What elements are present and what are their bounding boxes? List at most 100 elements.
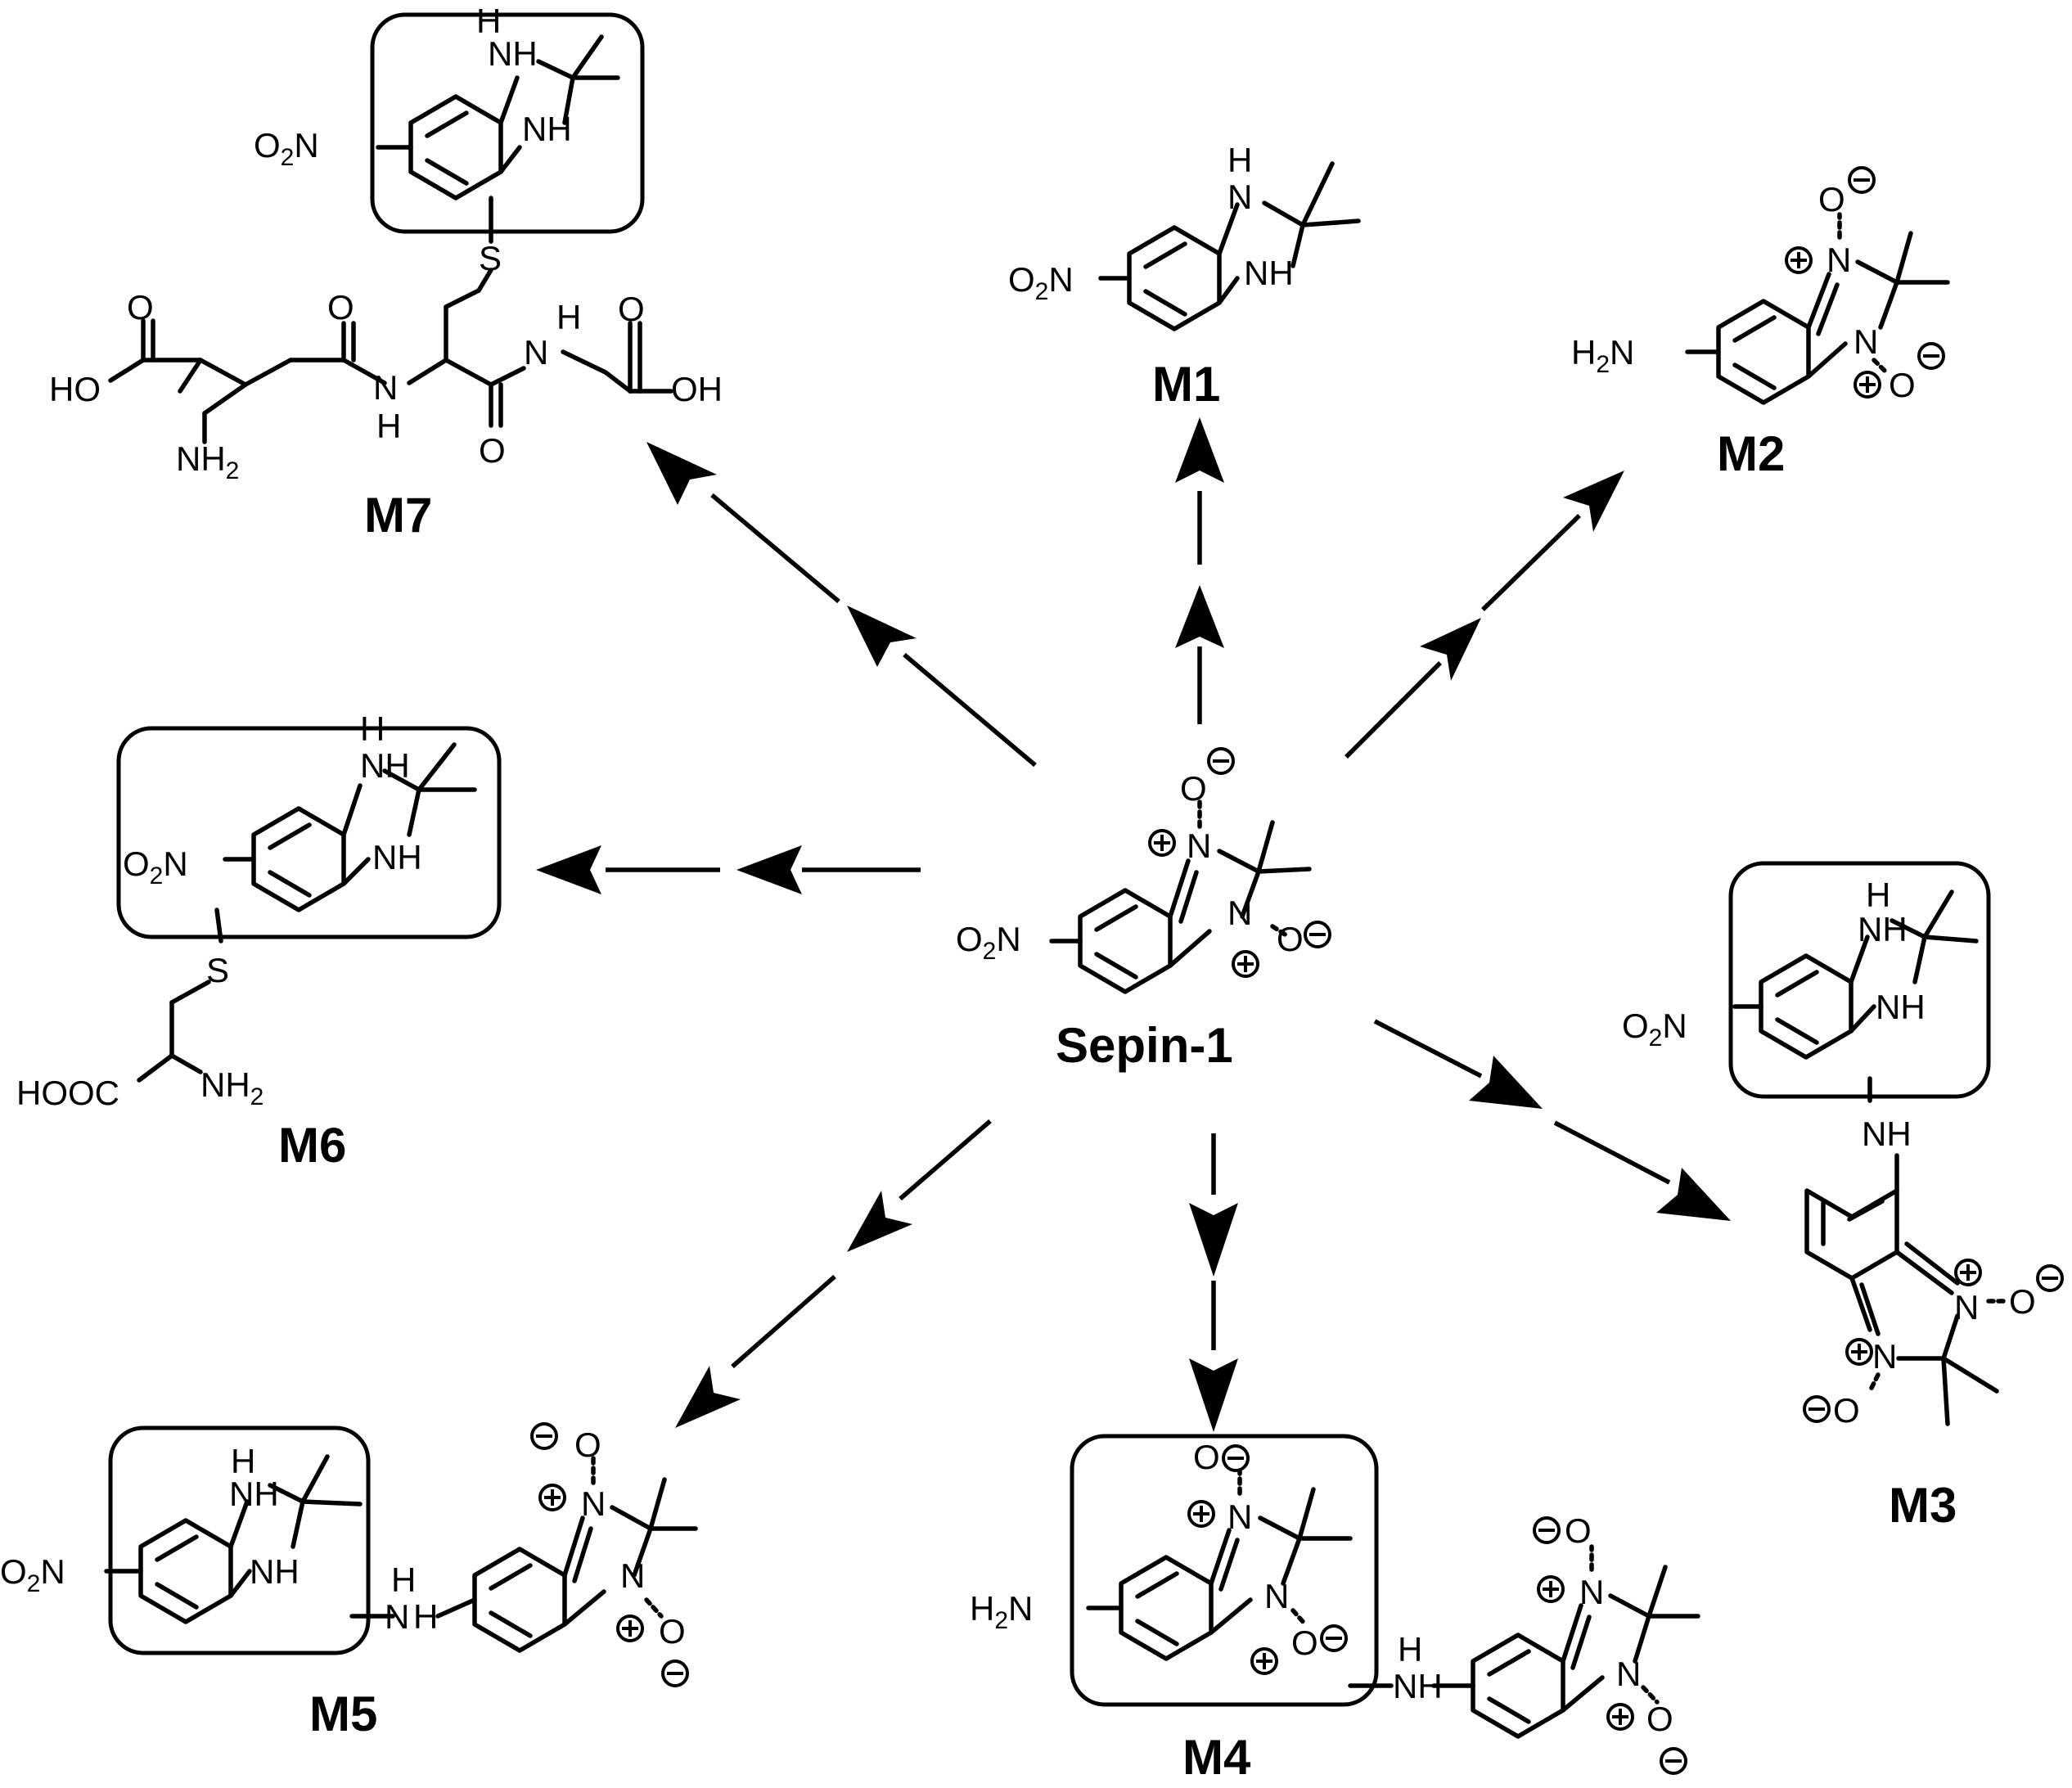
svg-text:O2N: O2N	[254, 126, 319, 171]
m5-linker-nh: N	[385, 1597, 409, 1636]
sepin-o-bottom: O	[1277, 920, 1304, 958]
m6-sulfur: S	[206, 951, 229, 989]
m1-nh-bottom: NH	[1244, 254, 1294, 292]
arrow-to-m2	[1345, 471, 1624, 759]
svg-text:H2N: H2N	[1571, 333, 1634, 378]
m3-nh-top: NH	[1858, 910, 1908, 948]
m3-h-top: H	[1866, 876, 1890, 914]
m7-h-top: H	[476, 2, 501, 40]
m7-highlight-box	[370, 12, 645, 234]
sepin-minus-charge-2	[1304, 921, 1331, 948]
arrows	[536, 417, 1731, 1432]
m4-amino-group: H2N	[970, 1589, 1033, 1634]
sepin-n-bottom: N	[1227, 894, 1252, 932]
compound-sepin-1: N N O O O2N Sepin-1	[956, 747, 1331, 1073]
m7-carbonyl-o-4: O	[618, 290, 645, 328]
arrow-to-m1	[1175, 417, 1224, 724]
m5-minus-charge-1	[530, 1422, 558, 1450]
m6-highlight-box	[116, 726, 502, 939]
arrow-to-m7	[646, 442, 1037, 768]
m7-sulfur: S	[479, 239, 502, 277]
m4-o-bottom-2: O	[1646, 1700, 1673, 1738]
m3-o-right: O	[2009, 1282, 2036, 1321]
m5-o-top: O	[574, 1425, 601, 1464]
m5-n-bottom: N	[620, 1556, 645, 1595]
m5-linker-h: H	[391, 1561, 416, 1599]
sepin-n-top: N	[1187, 826, 1211, 865]
m5-minus-charge-2	[661, 1660, 689, 1687]
m7-nh-bottom: NH	[522, 110, 572, 148]
label-m1: M1	[1152, 357, 1220, 412]
sepin-plus-charge-2	[1232, 950, 1259, 978]
m7-carbonyl-o-2: O	[327, 288, 354, 327]
m5-o-bottom: O	[659, 1612, 686, 1651]
m3-o-left: O	[1833, 1391, 1860, 1430]
m2-plus-charge-2	[1854, 371, 1881, 399]
compound-m3: H NH NH O2N NH N N O O M3	[1622, 861, 2064, 1533]
svg-text:O2N: O2N	[1622, 1007, 1687, 1052]
m4-linker-nh: NH	[1393, 1667, 1443, 1705]
svg-text:O2N: O2N	[0, 1552, 65, 1597]
m2-n-top: N	[1827, 241, 1851, 279]
m7-amide-nh-1: N	[373, 368, 398, 407]
compound-m6: H NH NH O2N S HOOC NH2 M6	[16, 709, 502, 1173]
m7-oh: OH	[671, 370, 723, 408]
label-m2: M2	[1717, 426, 1785, 481]
m5-nitro-group: O2N	[0, 1552, 65, 1597]
m4-n-bottom-1: N	[1264, 1577, 1289, 1615]
m3-minus-charge-1	[2036, 1264, 2064, 1292]
m3-n-right: N	[1954, 1288, 1979, 1326]
m5-nh-top: NH	[229, 1475, 279, 1513]
m4-n-top-2: N	[1579, 1573, 1604, 1611]
m4-o-bottom-1: O	[1291, 1624, 1318, 1662]
m3-nh-bottom: NH	[1876, 988, 1926, 1026]
sepin-minus-charge-1	[1207, 747, 1235, 775]
svg-text:NH2: NH2	[176, 439, 239, 484]
compound-m2: N N O O H2N M2	[1571, 166, 1950, 481]
m7-ho: HO	[49, 370, 101, 408]
m6-nitro-group: O2N	[123, 844, 188, 889]
compound-m5: H NH NH O2N H N H N N O O M5	[0, 1422, 698, 1741]
compound-m1: H N NH O2N M1	[1008, 141, 1361, 412]
m2-o-top: O	[1818, 180, 1845, 218]
m4-linker-h: H	[1398, 1630, 1422, 1669]
label-m3: M3	[1889, 1478, 1957, 1533]
svg-text:O2N: O2N	[956, 920, 1021, 965]
m5-h-top: H	[231, 1442, 255, 1480]
m7-amino-group: NH2	[176, 439, 239, 484]
m2-amino-group: H2N	[1571, 333, 1634, 378]
m4-minus-charge-1	[1222, 1444, 1250, 1472]
m1-h-top: H	[1227, 141, 1252, 179]
m3-highlight-box	[1728, 861, 1991, 1099]
m4-minus-charge-3	[1533, 1516, 1561, 1544]
svg-text:O2N: O2N	[1008, 260, 1074, 305]
m7-nitro-group: O2N	[254, 126, 319, 171]
m4-plus-charge-3	[1537, 1575, 1565, 1603]
m7-amide-h-2: H	[556, 298, 581, 336]
sepin-o-top: O	[1180, 769, 1207, 808]
m3-linker-nh: NH	[1862, 1115, 1912, 1153]
m7-carbonyl-o-1: O	[127, 288, 154, 327]
label-m7: M7	[364, 488, 432, 543]
m5-linker-h-2: H	[413, 1597, 438, 1636]
m6-nh-top: NH	[360, 746, 410, 785]
svg-text:O2N: O2N	[123, 844, 188, 889]
m2-plus-charge-1	[1785, 246, 1813, 274]
m4-o-top-1: O	[1193, 1438, 1220, 1476]
arrow-to-m4	[1189, 1133, 1238, 1432]
m7-amide-h-1: H	[376, 407, 401, 445]
m6-amino-group: NH2	[200, 1065, 264, 1110]
arrow-to-m6	[536, 845, 921, 894]
sepin-nitro-group: O2N	[956, 920, 1021, 965]
m4-minus-charge-2	[1320, 1624, 1348, 1652]
m3-minus-charge-2	[1803, 1395, 1831, 1423]
m4-o-top-2: O	[1565, 1511, 1592, 1550]
m2-minus-charge-1	[1848, 166, 1876, 194]
m2-minus-charge-2	[1917, 342, 1945, 370]
m4-n-bottom-2: N	[1616, 1655, 1641, 1693]
compound-m7: H NH NH O2N S O O O O HO OH N H N H NH2 …	[49, 2, 723, 543]
m5-nh-bottom: NH	[250, 1552, 300, 1591]
svg-text:H2N: H2N	[970, 1589, 1033, 1634]
